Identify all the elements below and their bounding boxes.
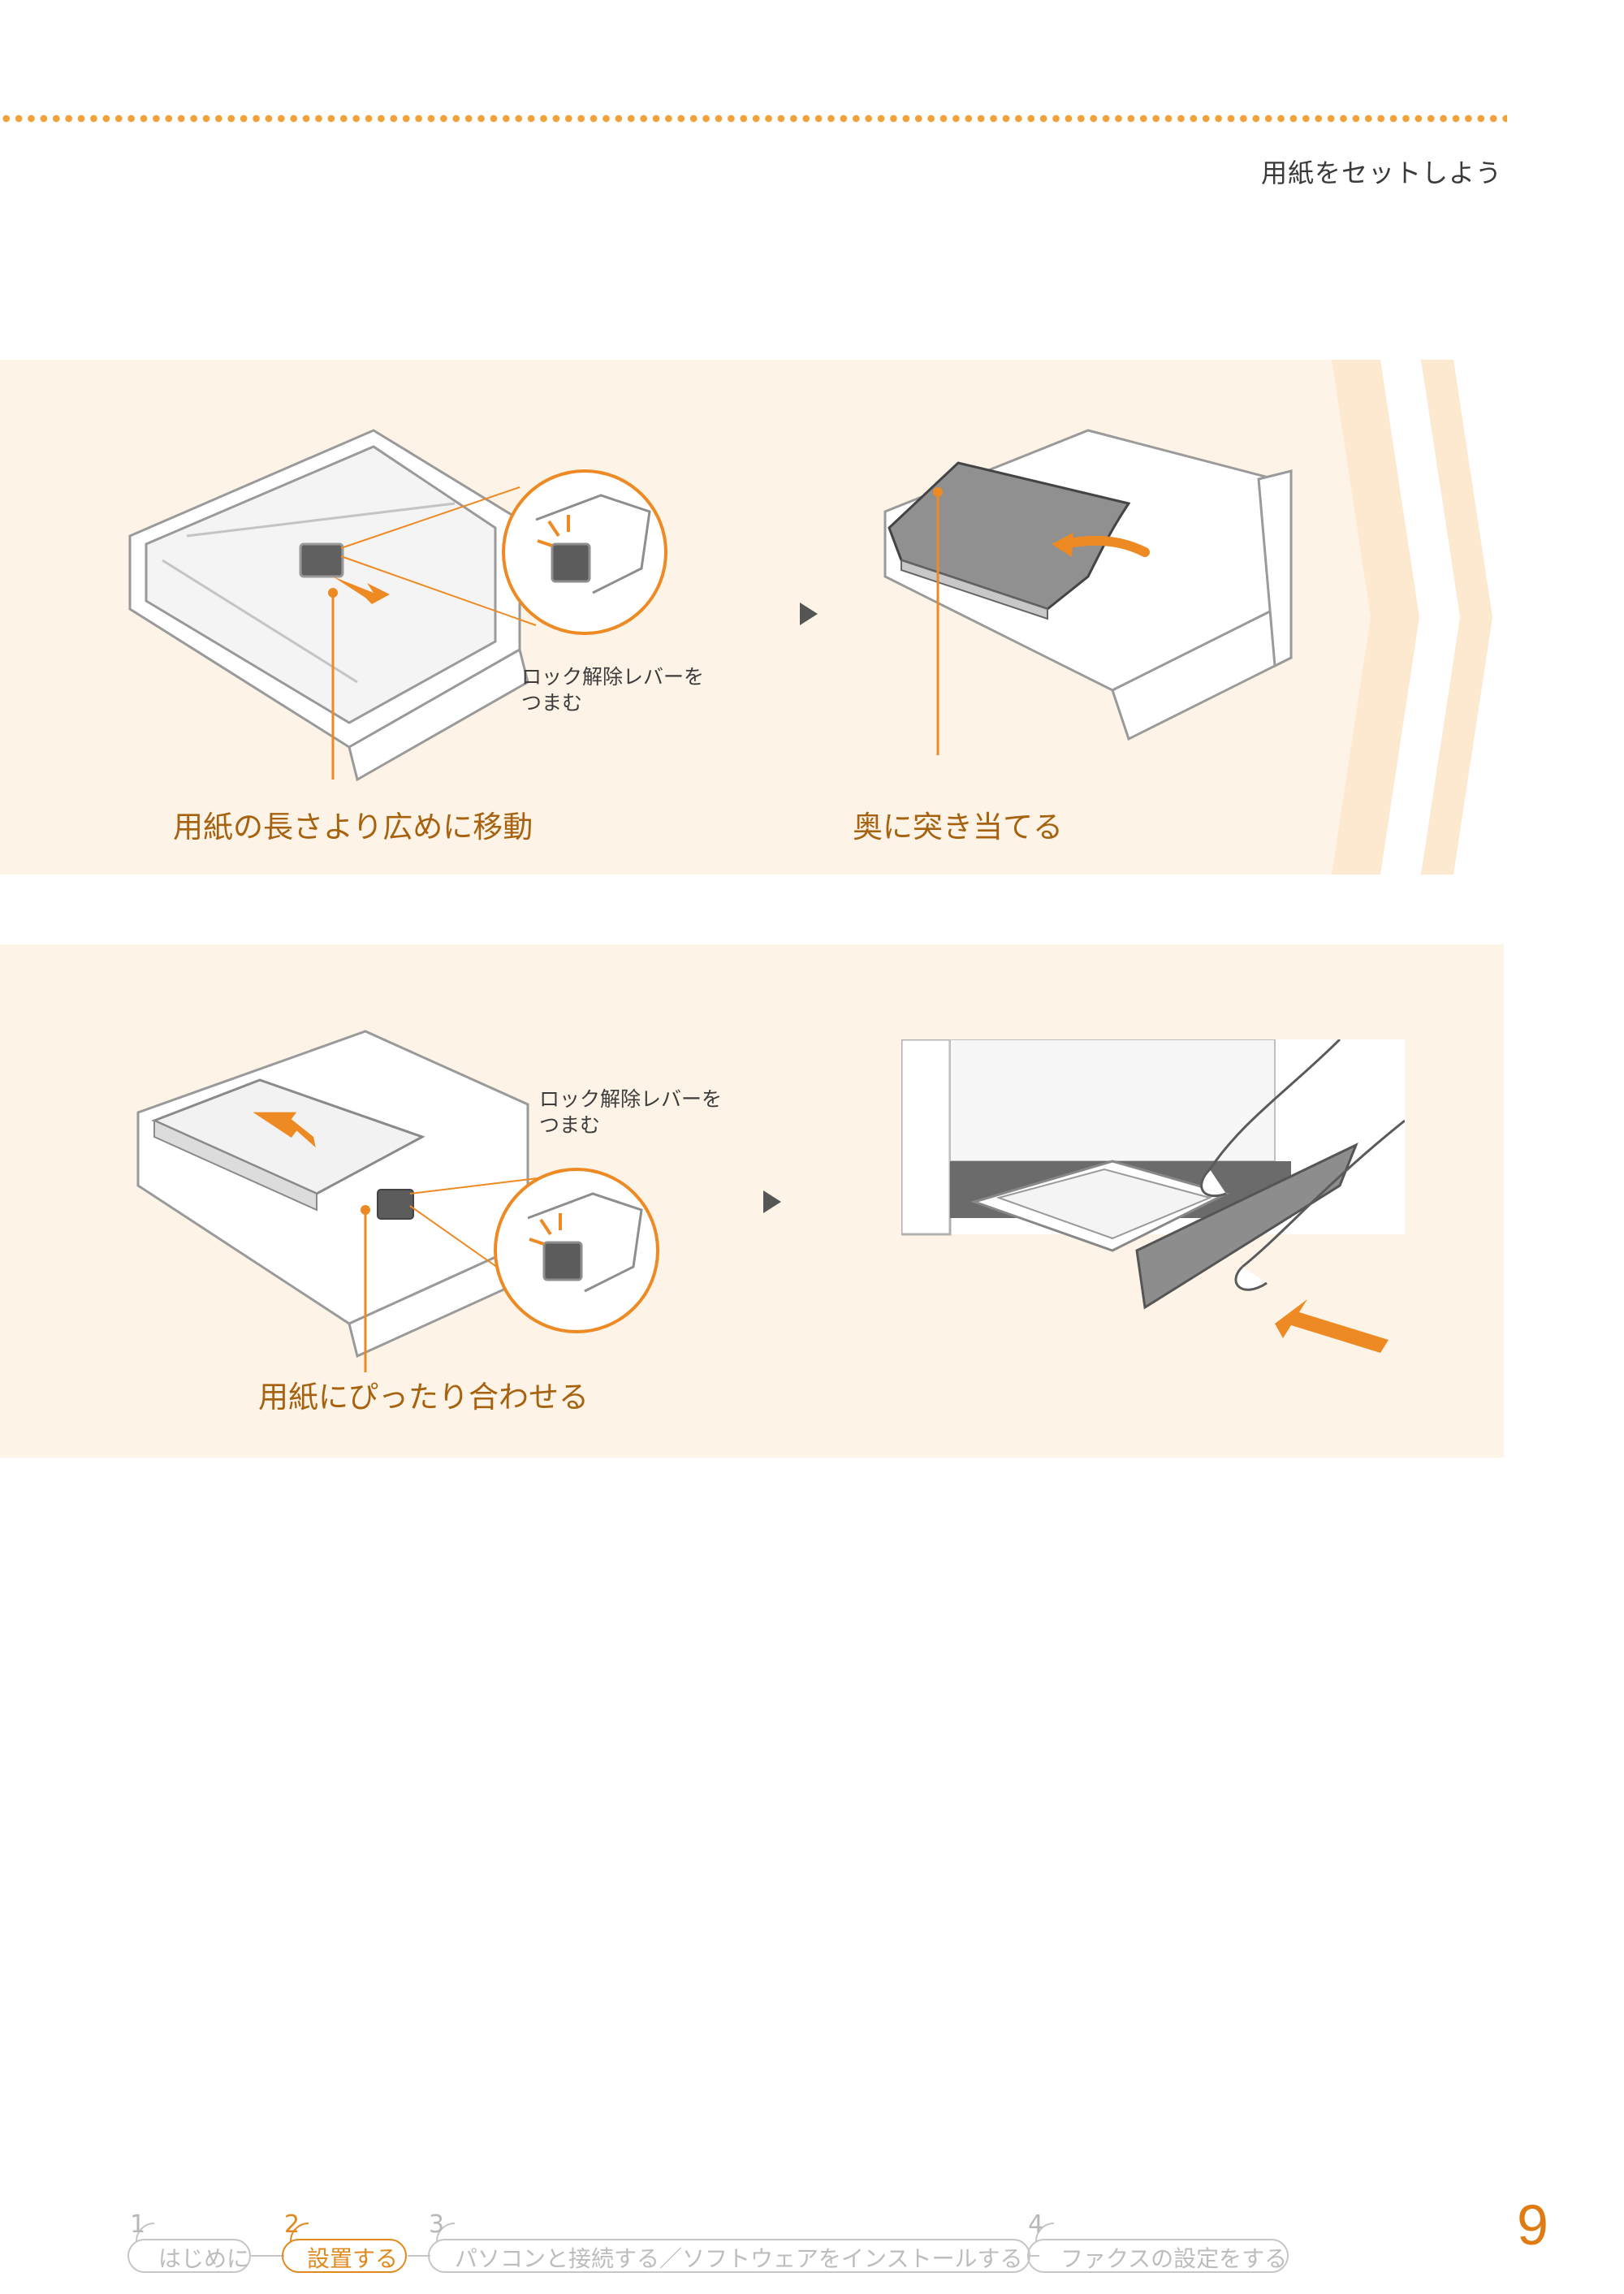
chapter-number: 2 bbox=[284, 2210, 300, 2239]
dotted-rule bbox=[0, 114, 1507, 123]
chapter-number: 3 bbox=[429, 2210, 445, 2239]
note-line: ロック解除レバーを bbox=[521, 665, 705, 689]
next-step-arrow-icon bbox=[763, 1190, 781, 1213]
note-line: つまむ bbox=[521, 691, 583, 715]
tray-paper-illustration bbox=[883, 429, 1293, 755]
note-line: ロック解除レバーを bbox=[539, 1087, 723, 1111]
chapter-track-icon bbox=[127, 2223, 1289, 2273]
chapter-link-3[interactable]: パソコンと接続する／ソフトウェアをインストールする bbox=[455, 2245, 1023, 2272]
chapter-number: 1 bbox=[130, 2210, 146, 2239]
insert-tray-illustration bbox=[901, 1039, 1405, 1353]
tray-adjust-illustration bbox=[136, 1030, 659, 1372]
chapter-link-2[interactable]: 設置する bbox=[307, 2245, 399, 2272]
chevron-arrow-icon bbox=[1332, 360, 1492, 875]
chapter-navigation: 1 はじめに 2 設置する 3 パソコンと接続する／ソフトウェアをインストールす… bbox=[122, 2192, 1299, 2282]
lock-lever-note-2: ロック解除レバーを つまむ bbox=[539, 1087, 722, 1138]
note-line: つまむ bbox=[539, 1113, 601, 1137]
caption-fit-guide: 用紙にぴったり合わせる bbox=[258, 1380, 589, 1415]
page-title: 用紙をセットしよう bbox=[1260, 158, 1502, 188]
page-number: 9 bbox=[1517, 2193, 1548, 2257]
chapter-link-4[interactable]: ファクスの設定をする bbox=[1060, 2245, 1288, 2272]
caption-push-paper: 奥に突き当てる bbox=[853, 810, 1063, 845]
tray-guide-illustration bbox=[128, 429, 667, 782]
chapter-number: 4 bbox=[1028, 2210, 1044, 2239]
next-step-arrow-icon bbox=[800, 603, 818, 625]
caption-move-guide: 用紙の長さより広めに移動 bbox=[173, 810, 533, 845]
lock-lever-note-1: ロック解除レバーを つまむ bbox=[521, 664, 704, 716]
chapter-link-1[interactable]: はじめに bbox=[158, 2245, 250, 2272]
